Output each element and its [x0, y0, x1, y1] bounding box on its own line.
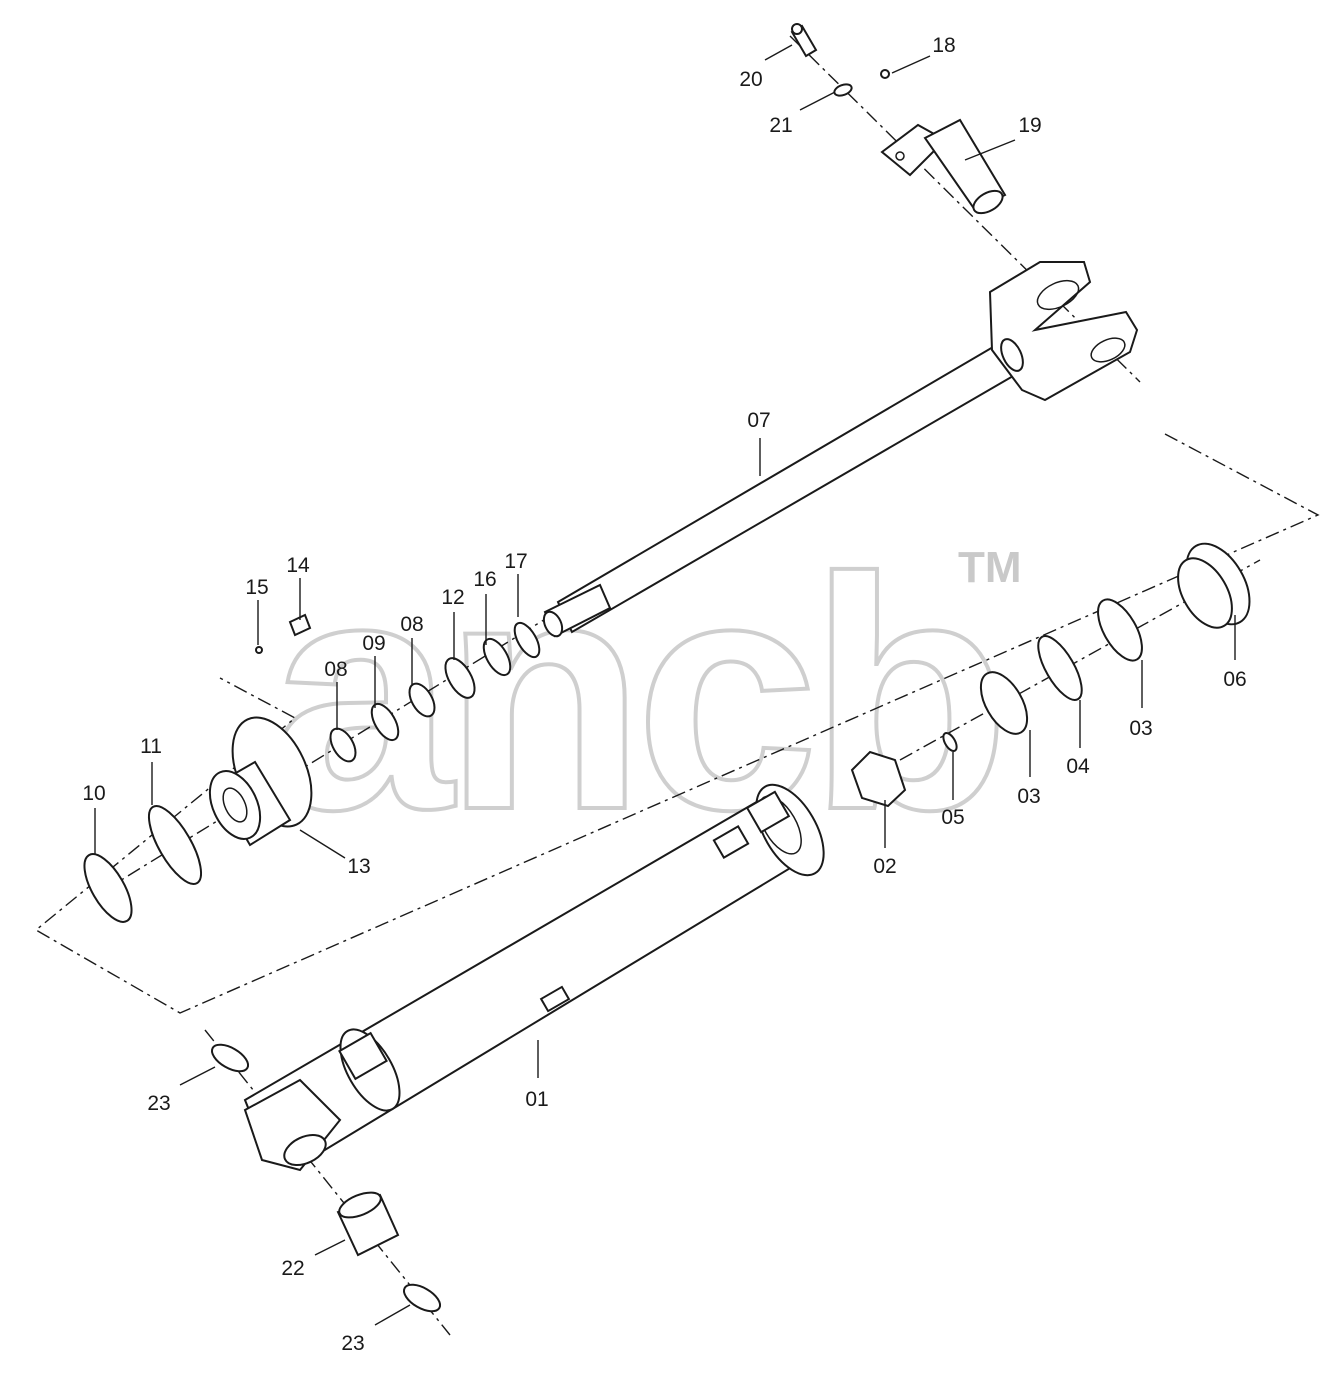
rod-cover	[208, 716, 313, 847]
label-22: 22	[281, 1257, 304, 1280]
label-23-upper: 23	[147, 1092, 170, 1115]
nut	[850, 750, 907, 808]
label-06: 06	[1223, 668, 1246, 691]
label-14: 14	[286, 554, 310, 577]
label-21: 21	[769, 114, 792, 137]
label-16: 16	[473, 568, 496, 591]
label-15: 15	[245, 576, 268, 599]
cylinder-tube	[243, 783, 825, 1172]
label-08-upper: 08	[400, 613, 423, 636]
seals-and-rings	[83, 598, 1143, 1313]
label-12: 12	[441, 586, 464, 609]
assembly-outline	[34, 433, 1320, 1014]
label-01: 01	[525, 1088, 548, 1111]
part-labels: 18 20 21 19 07 17 14 16 15 12 08 09 08 0…	[82, 34, 1246, 1355]
label-07: 07	[747, 409, 770, 432]
label-03-left: 03	[1017, 785, 1040, 808]
pin	[880, 118, 1007, 215]
piston	[1177, 542, 1251, 629]
label-19: 19	[1018, 114, 1041, 137]
label-09: 09	[362, 632, 385, 655]
label-11: 11	[140, 735, 162, 758]
label-02: 02	[873, 855, 896, 878]
label-08-lower: 08	[324, 658, 347, 681]
leader-lines	[94, 44, 1236, 1326]
label-10: 10	[82, 782, 105, 805]
fasteners	[255, 23, 890, 654]
label-18: 18	[932, 34, 955, 57]
label-23-lower: 23	[341, 1332, 364, 1355]
label-04: 04	[1066, 755, 1090, 778]
watermark-trademark: TM	[958, 543, 1022, 592]
label-03-right: 03	[1129, 717, 1152, 740]
label-13: 13	[347, 855, 370, 878]
label-20: 20	[739, 68, 762, 91]
label-17: 17	[504, 550, 527, 573]
label-05: 05	[941, 806, 964, 829]
bushing	[336, 1191, 400, 1257]
piston-rod	[542, 261, 1139, 638]
